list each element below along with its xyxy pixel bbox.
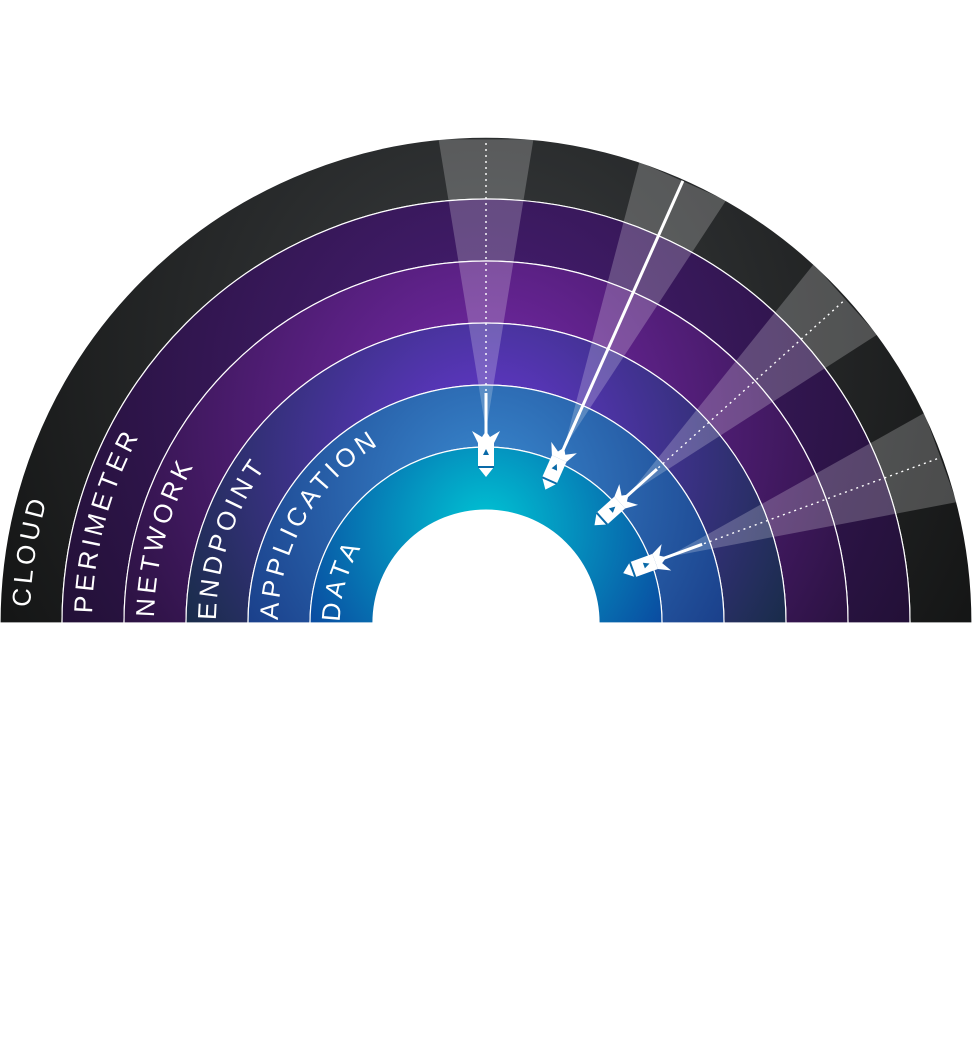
attack-1-beam bbox=[438, 139, 534, 431]
attack-3-trail bbox=[631, 298, 847, 493]
attack-2-beam bbox=[564, 161, 727, 448]
attack-4-beam bbox=[666, 413, 957, 558]
ring-layers bbox=[0, 136, 973, 624]
data-ring bbox=[309, 446, 663, 624]
attack-2-trail bbox=[564, 180, 685, 445]
attack-4-trail bbox=[669, 456, 942, 557]
attack-beams bbox=[438, 139, 957, 563]
attack-3-beam bbox=[628, 264, 878, 495]
